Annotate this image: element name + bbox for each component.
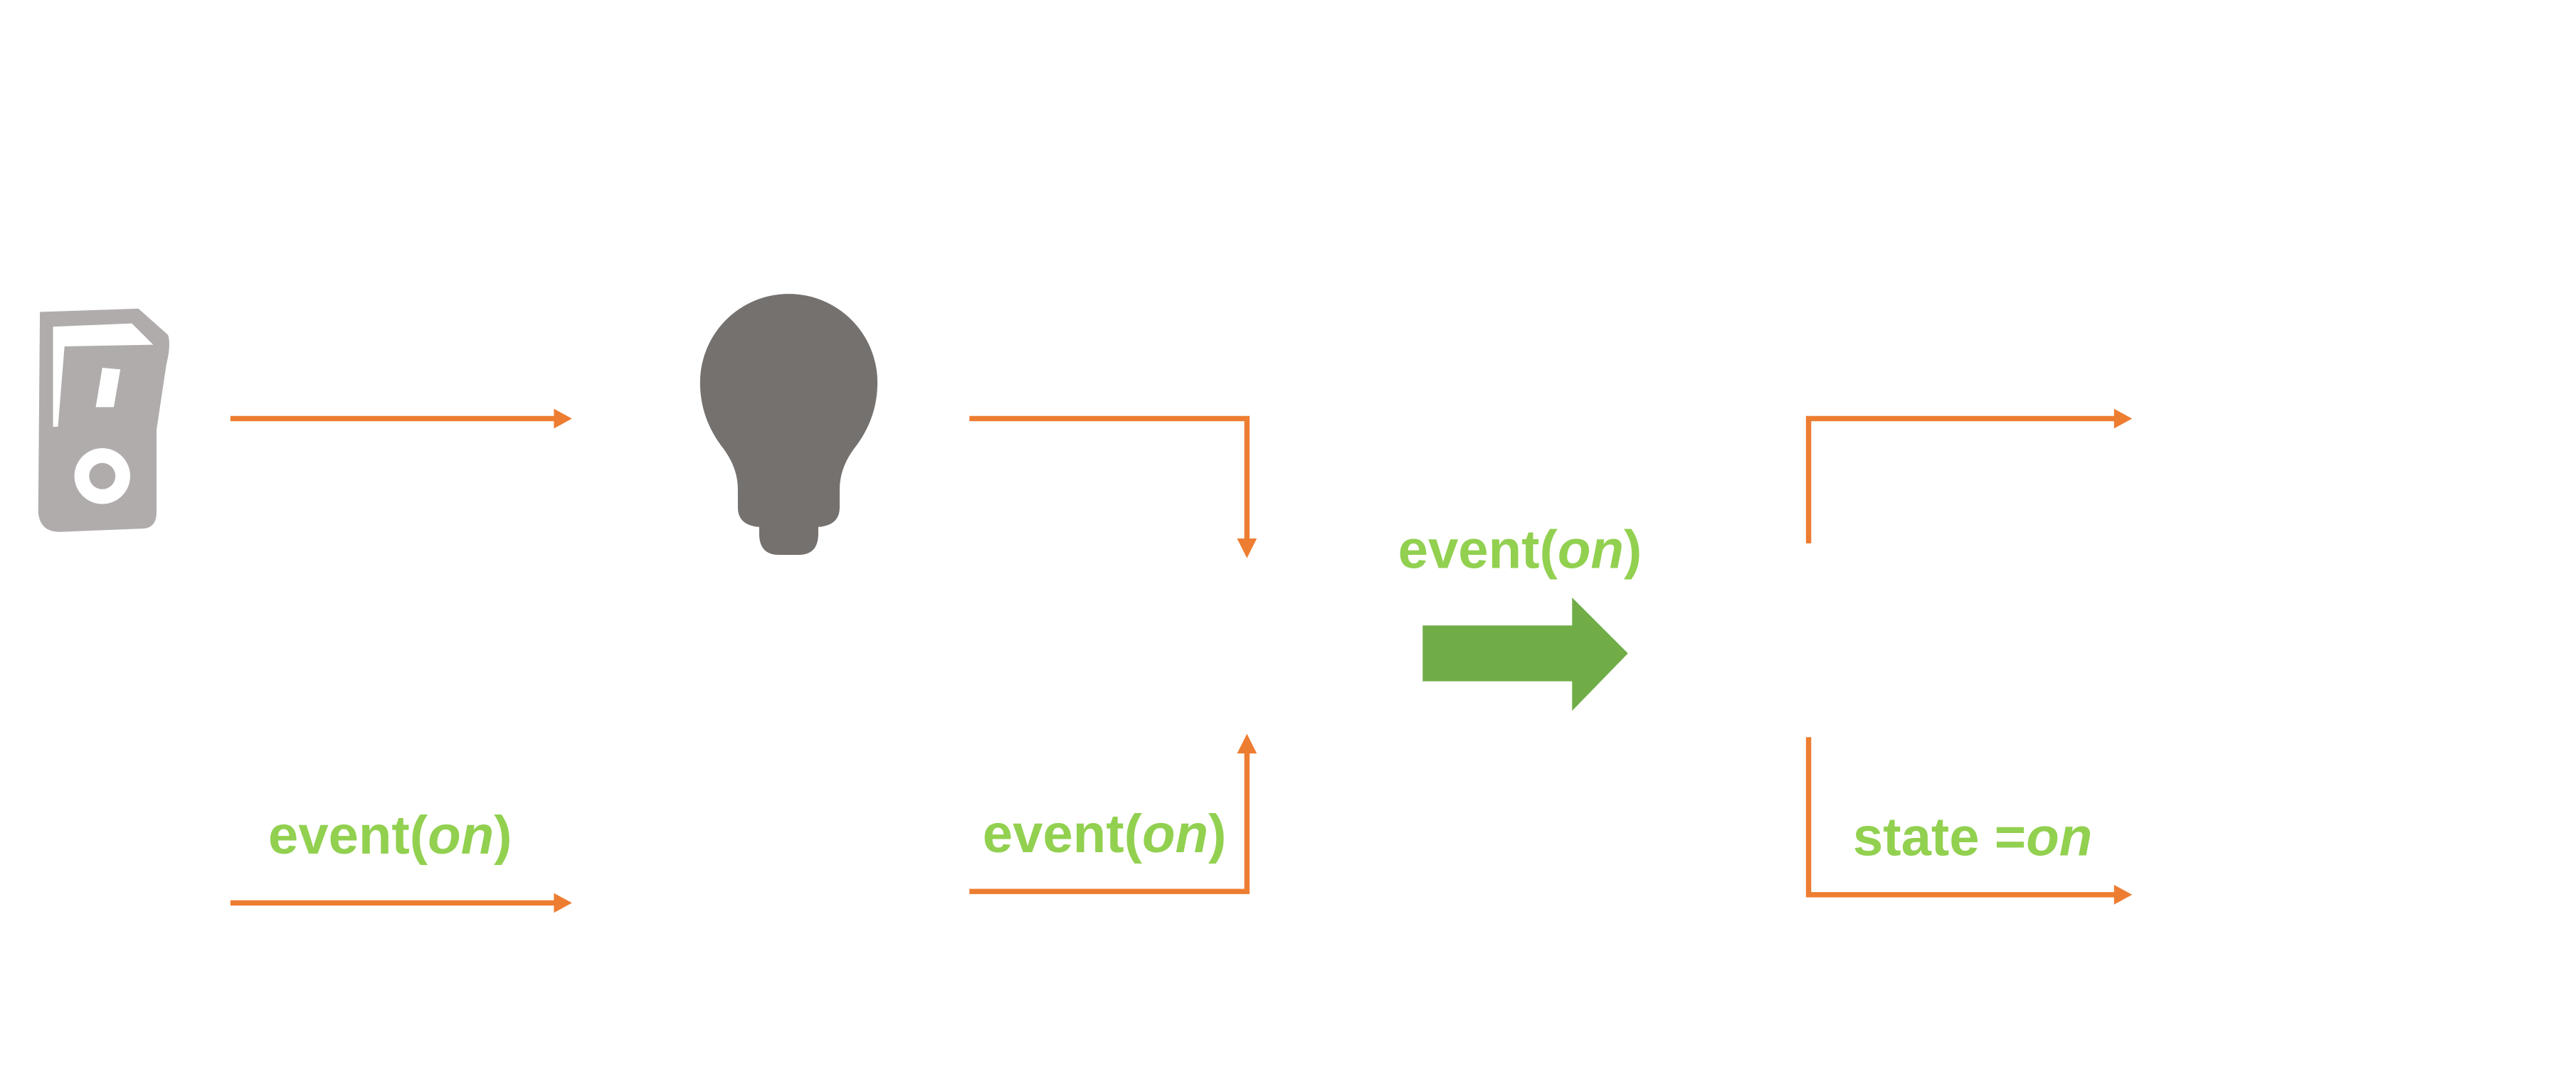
arrow-bottom-left — [230, 893, 572, 913]
arrow-right-bottom — [1805, 737, 2133, 905]
label-event-bottom-middle: event(on) — [983, 804, 1227, 864]
light-bulb-icon — [700, 294, 878, 556]
label-state-on: state =on — [1853, 807, 2092, 867]
arrow-switch-to-bulb — [230, 408, 572, 429]
arrow-bottom-elbow-up — [969, 733, 1257, 894]
arrow-bulb-elbow-down — [969, 415, 1257, 558]
light-switch-icon — [38, 308, 169, 532]
label-event-center: event(on) — [1398, 520, 1642, 580]
arrow-right-top — [1805, 408, 2133, 543]
label-event-bottom-left: event(on) — [268, 805, 512, 866]
big-transition-arrow — [1422, 598, 1628, 711]
